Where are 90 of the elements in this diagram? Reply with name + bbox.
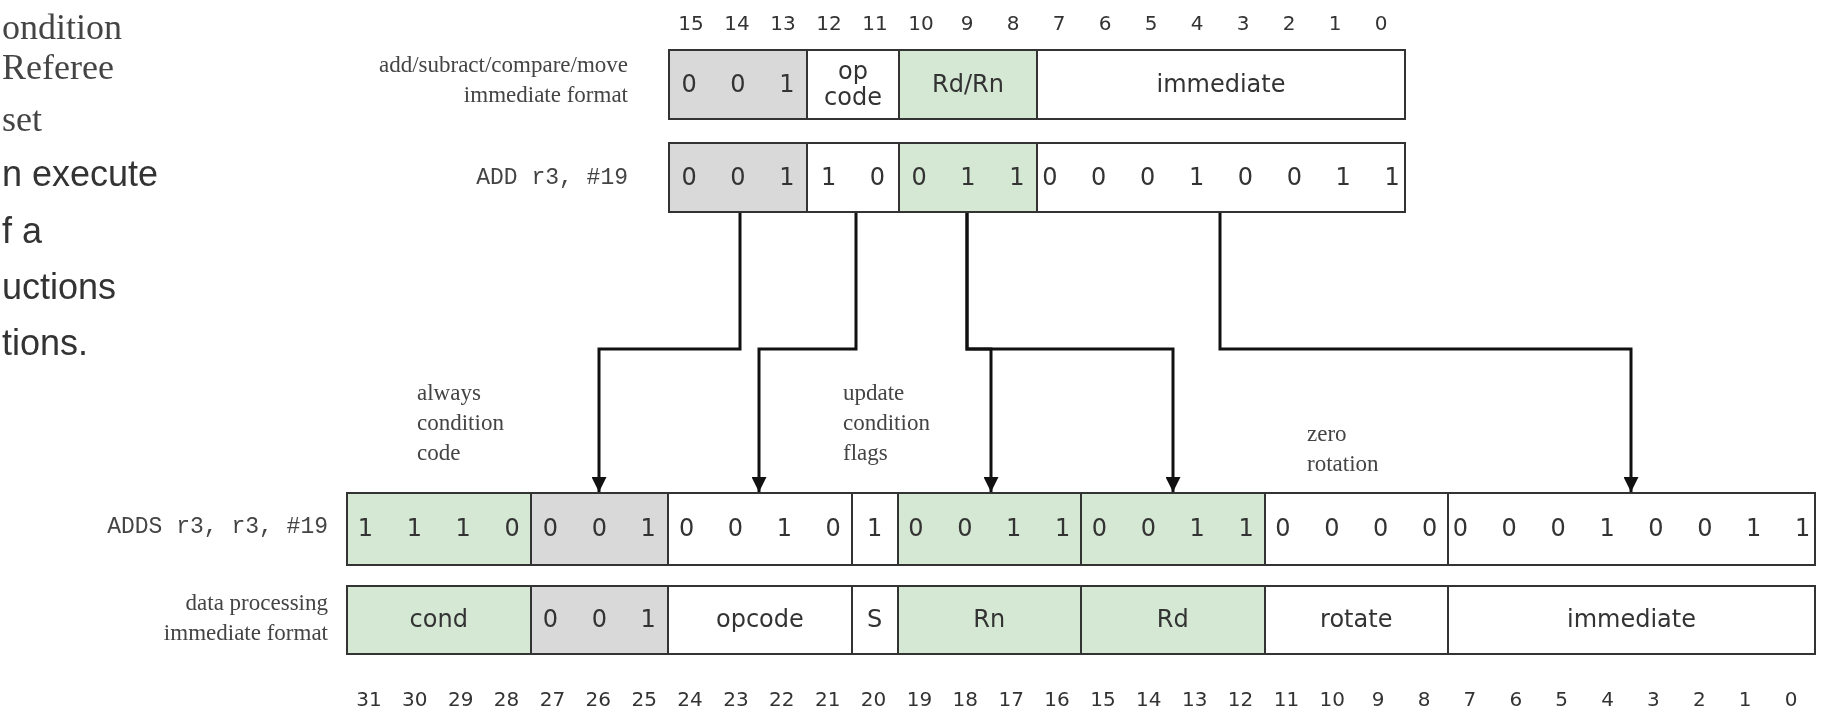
bit-field: rotate — [1263, 585, 1449, 655]
bit-field: immediate — [1447, 585, 1816, 655]
text-fragment: Referee — [2, 46, 114, 89]
annotation: zero rotation — [1307, 420, 1380, 478]
bit-field: 1 — [850, 492, 899, 566]
bit-number: 7 — [1463, 686, 1477, 711]
bit-number: 11 — [1273, 686, 1300, 711]
bit-number: 10 — [908, 10, 934, 37]
row-label: data processing immediate format — [162, 589, 328, 647]
bit-field: 0 0 1 0 — [667, 492, 853, 566]
bit-number: 19 — [906, 686, 933, 711]
text-fragment: ondition — [2, 6, 122, 49]
bit-number: 16 — [1044, 686, 1070, 711]
bit-number: 13 — [770, 10, 796, 37]
bit-number: 14 — [724, 10, 750, 37]
bit-field: 0 0 1 — [668, 49, 808, 120]
bit-field: cond — [346, 585, 532, 655]
text-fragment: tions. — [2, 321, 89, 365]
bit-field: 0 0 1 — [529, 585, 670, 655]
bit-number: 11 — [862, 10, 888, 37]
bit-field: Rd/Rn — [898, 49, 1038, 120]
bit-number: 7 — [1052, 10, 1066, 37]
row-label: ADDS r3, r3, #19 — [107, 513, 328, 542]
row-label: ADD r3, #19 — [476, 164, 628, 193]
bit-number: 12 — [1227, 686, 1254, 711]
bit-field: opcode — [667, 585, 853, 655]
bit-number: 12 — [816, 10, 842, 37]
bit-number: 15 — [678, 10, 704, 37]
bit-number: 6 — [1509, 686, 1523, 711]
bit-number: 30 — [402, 686, 428, 711]
bit-number: 2 — [1692, 686, 1706, 711]
text-fragment: f a — [2, 209, 43, 253]
bit-number: 8 — [1417, 686, 1431, 711]
bit-number: 6 — [1098, 10, 1112, 37]
arrow — [1218, 213, 1639, 492]
arrow — [591, 213, 742, 492]
bit-number: 9 — [1371, 686, 1385, 711]
bit-number: 17 — [998, 686, 1024, 711]
bit-number: 18 — [952, 686, 979, 711]
bit-number: 0 — [1784, 686, 1798, 711]
bit-number: 21 — [814, 686, 841, 711]
bit-number: 22 — [769, 686, 795, 711]
bit-number: 15 — [1090, 686, 1116, 711]
bit-number: 5 — [1555, 686, 1569, 711]
bit-number: 1 — [1738, 686, 1752, 711]
bit-number: 4 — [1601, 686, 1614, 711]
bit-field: 1 1 1 0 — [346, 492, 532, 566]
bit-field: op code — [806, 49, 900, 120]
bit-field: 0 0 1 1 — [896, 492, 1082, 566]
bit-field: 0 0 1 1 — [1080, 492, 1266, 566]
bit-field: Rd — [1080, 585, 1266, 655]
bit-field: S — [850, 585, 899, 655]
annotation: always condition code — [417, 379, 505, 467]
bit-number: 5 — [1144, 10, 1158, 37]
bit-field: immediate — [1036, 49, 1406, 120]
arrow — [965, 213, 1181, 492]
bit-number: 1 — [1328, 10, 1342, 37]
row-label: add/subract/compare/move immediate format — [377, 51, 628, 109]
bit-number: 8 — [1006, 10, 1020, 37]
bit-field: Rn — [896, 585, 1082, 655]
bit-number: 10 — [1319, 686, 1346, 711]
bit-number: 2 — [1282, 10, 1296, 37]
bit-number: 3 — [1647, 686, 1660, 711]
text-fragment: n execute — [2, 152, 159, 196]
bit-number: 9 — [960, 10, 974, 37]
bit-number: 0 — [1374, 10, 1388, 37]
bit-number: 26 — [585, 686, 612, 711]
bit-number: 3 — [1236, 10, 1250, 37]
bit-number: 20 — [860, 686, 887, 711]
bit-field: 0 0 0 1 0 0 1 1 — [1036, 142, 1406, 213]
bit-field: 0 0 0 0 — [1263, 492, 1449, 566]
bit-field: 0 0 1 — [668, 142, 808, 213]
bit-field: 1 0 — [806, 142, 900, 213]
bit-field: 0 0 0 1 0 0 1 1 — [1447, 492, 1816, 566]
bit-number: 14 — [1136, 686, 1162, 711]
bit-number: 13 — [1181, 686, 1208, 711]
bit-number: 4 — [1190, 10, 1204, 37]
bit-number: 25 — [631, 686, 657, 711]
arrow — [751, 213, 858, 492]
bit-field: 0 0 1 — [529, 492, 670, 566]
annotation: update condition flags — [843, 379, 931, 467]
bit-number: 24 — [677, 686, 703, 711]
bit-number: 23 — [723, 686, 749, 711]
text-fragment: set — [2, 98, 42, 141]
bit-field: 0 1 1 — [898, 142, 1038, 213]
bit-number: 31 — [356, 686, 382, 711]
bit-number: 29 — [447, 686, 474, 711]
bit-number: 28 — [493, 686, 520, 711]
text-fragment: uctions — [2, 265, 117, 309]
bit-number: 27 — [539, 686, 566, 711]
